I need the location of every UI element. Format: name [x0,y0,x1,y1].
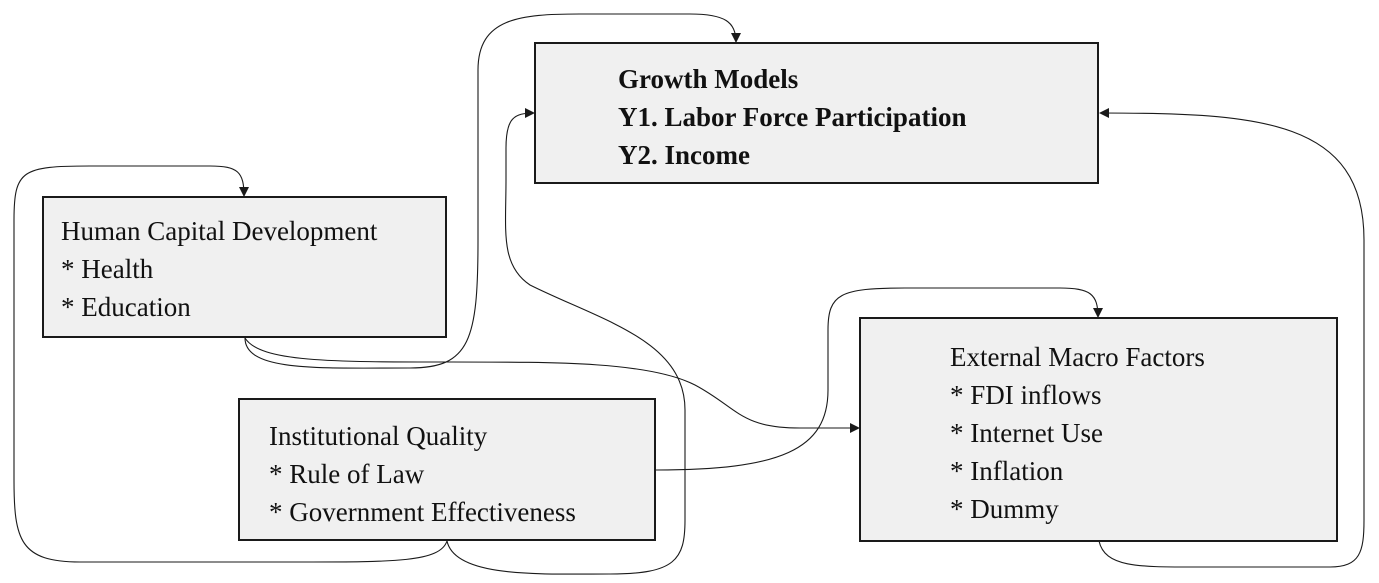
arrow-external-to-growth [1098,108,1365,568]
human-capital-item-health: * Health [61,254,154,284]
arrow-institutional-to-growth [446,108,686,575]
external-item-fdi: * FDI inflows [950,380,1102,410]
growth-models-title: Growth Models [618,64,799,94]
arrow-institutional-to-external [655,287,1103,471]
growth-models-y2: Y2. Income [618,140,750,170]
human-capital-title: Human Capital Development [61,216,378,246]
institutional-quality-box: Institutional Quality * Rule of Law * Go… [238,398,656,541]
institutional-quality-title: Institutional Quality [269,421,488,451]
external-item-inflation: * Inflation [950,456,1064,486]
external-macro-title: External Macro Factors [950,342,1205,372]
arrow-human-to-growth [244,13,741,369]
growth-models-y1: Y1. Labor Force Participation [618,102,967,132]
arrow-human-to-external [244,337,860,433]
arrow-institutional-to-human [13,165,448,563]
external-macro-box: External Macro Factors * FDI inflows * I… [859,317,1338,542]
institutional-item-rule-of-law: * Rule of Law [269,459,425,489]
growth-models-box: Growth Models Y1. Labor Force Participat… [534,42,1099,184]
external-item-dummy: * Dummy [950,494,1059,524]
institutional-item-gov-effectiveness: * Government Effectiveness [269,497,576,527]
human-capital-box: Human Capital Development * Health * Edu… [42,196,447,338]
human-capital-item-education: * Education [61,292,191,322]
external-item-internet: * Internet Use [950,418,1103,448]
